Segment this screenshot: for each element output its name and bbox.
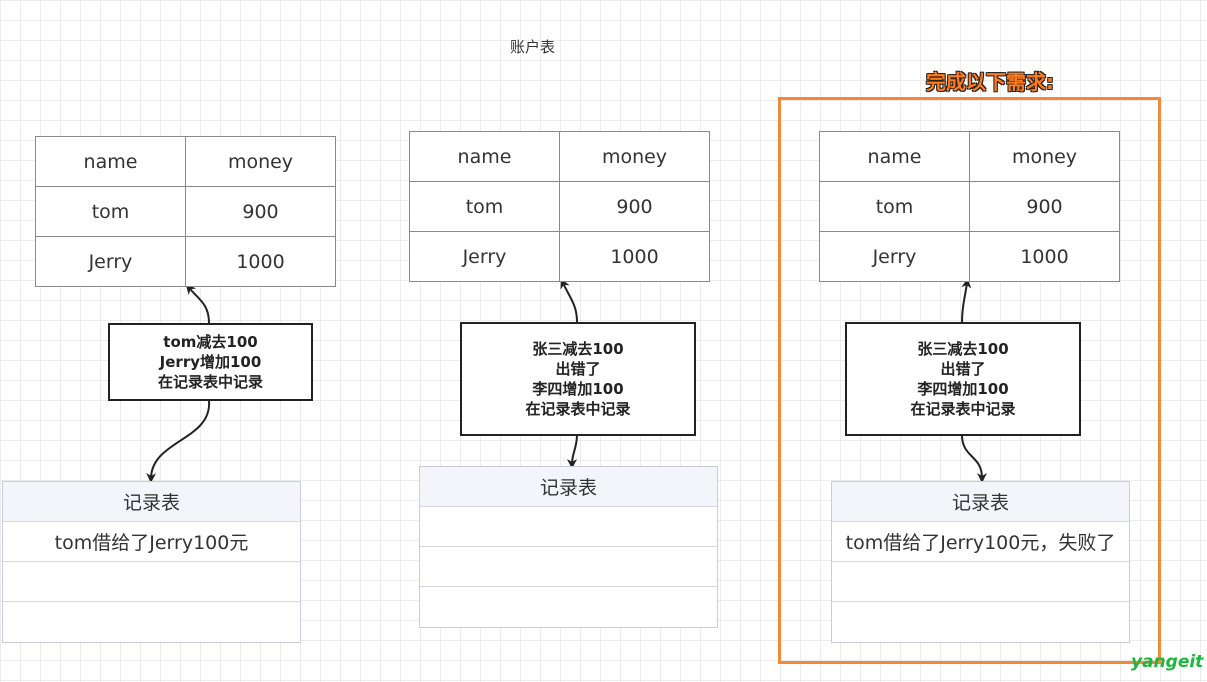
- column-header: money: [185, 136, 336, 187]
- arrow-to-record-2: [567, 434, 578, 469]
- column-header: name: [819, 131, 970, 182]
- column-header: money: [969, 131, 1120, 182]
- table-cell: Jerry: [35, 236, 186, 287]
- table-cell: tom: [409, 181, 560, 232]
- note-line: 出错了: [940, 360, 986, 378]
- requirement-title: 完成以下需求:: [926, 70, 1054, 94]
- table-cell: Jerry: [409, 231, 560, 282]
- record-row: [3, 562, 300, 602]
- arrow-to-table-1: [185, 284, 210, 324]
- table-row: tom 900: [819, 181, 1120, 232]
- table-cell: 900: [559, 181, 710, 232]
- arrow-to-table-3: [961, 278, 972, 323]
- column-header: name: [409, 131, 560, 182]
- column-header: name: [35, 136, 186, 187]
- process-note: tom减去100 Jerry增加100 在记录表中记录: [108, 323, 313, 401]
- note-line: 张三减去100: [917, 340, 1009, 358]
- table-cell: Jerry: [819, 231, 970, 282]
- note-line: 在记录表中记录: [910, 400, 1016, 418]
- arrow-to-table-2: [560, 278, 578, 323]
- record-row: [420, 547, 717, 587]
- process-note: 张三减去100 出错了 李四增加100 在记录表中记录: [460, 322, 696, 436]
- note-line: 在记录表中记录: [157, 373, 263, 391]
- table-row: tom 900: [35, 186, 336, 237]
- table-row: tom 900: [409, 181, 710, 232]
- table-row: Jerry 1000: [819, 231, 1120, 282]
- table-header-row: name money: [409, 131, 710, 182]
- note-line: 张三减去100: [532, 340, 624, 358]
- watermark-logo: yangeit: [1131, 652, 1204, 672]
- record-row: [832, 602, 1129, 642]
- account-table: name money tom 900 Jerry 1000: [819, 131, 1120, 282]
- table-cell: tom: [819, 181, 970, 232]
- record-row: [3, 602, 300, 642]
- page-title: 账户表: [510, 38, 556, 56]
- record-table: 记录表: [419, 466, 718, 628]
- table-row: Jerry 1000: [409, 231, 710, 282]
- arrow-to-record-3: [961, 434, 987, 483]
- record-row: tom借给了Jerry100元: [3, 522, 300, 562]
- record-header: 记录表: [3, 482, 300, 522]
- note-line: 出错了: [555, 360, 601, 378]
- requirement-highlight-box: [778, 97, 1161, 664]
- account-table: name money tom 900 Jerry 1000: [35, 136, 336, 287]
- table-cell: 900: [969, 181, 1120, 232]
- note-line: tom减去100: [163, 333, 258, 351]
- table-row: Jerry 1000: [35, 236, 336, 287]
- arrow-to-record-1: [146, 400, 211, 483]
- note-line: 在记录表中记录: [525, 400, 631, 418]
- record-header: 记录表: [832, 482, 1129, 522]
- record-table: 记录表 tom借给了Jerry100元: [2, 481, 301, 643]
- note-line: Jerry增加100: [159, 353, 262, 371]
- table-cell: tom: [35, 186, 186, 237]
- process-note: 张三减去100 出错了 李四增加100 在记录表中记录: [845, 322, 1081, 436]
- record-header: 记录表: [420, 467, 717, 507]
- table-header-row: name money: [35, 136, 336, 187]
- table-cell: 1000: [969, 231, 1120, 282]
- table-cell: 1000: [559, 231, 710, 282]
- column-header: money: [559, 131, 710, 182]
- note-line: 李四增加100: [917, 380, 1009, 398]
- record-row: [420, 587, 717, 627]
- note-line: 李四增加100: [532, 380, 624, 398]
- record-row: [832, 562, 1129, 602]
- table-cell: 900: [185, 186, 336, 237]
- table-cell: 1000: [185, 236, 336, 287]
- record-row: tom借给了Jerry100元，失败了: [832, 522, 1129, 562]
- account-table: name money tom 900 Jerry 1000: [409, 131, 710, 282]
- record-table: 记录表 tom借给了Jerry100元，失败了: [831, 481, 1130, 643]
- record-row: [420, 507, 717, 547]
- table-header-row: name money: [819, 131, 1120, 182]
